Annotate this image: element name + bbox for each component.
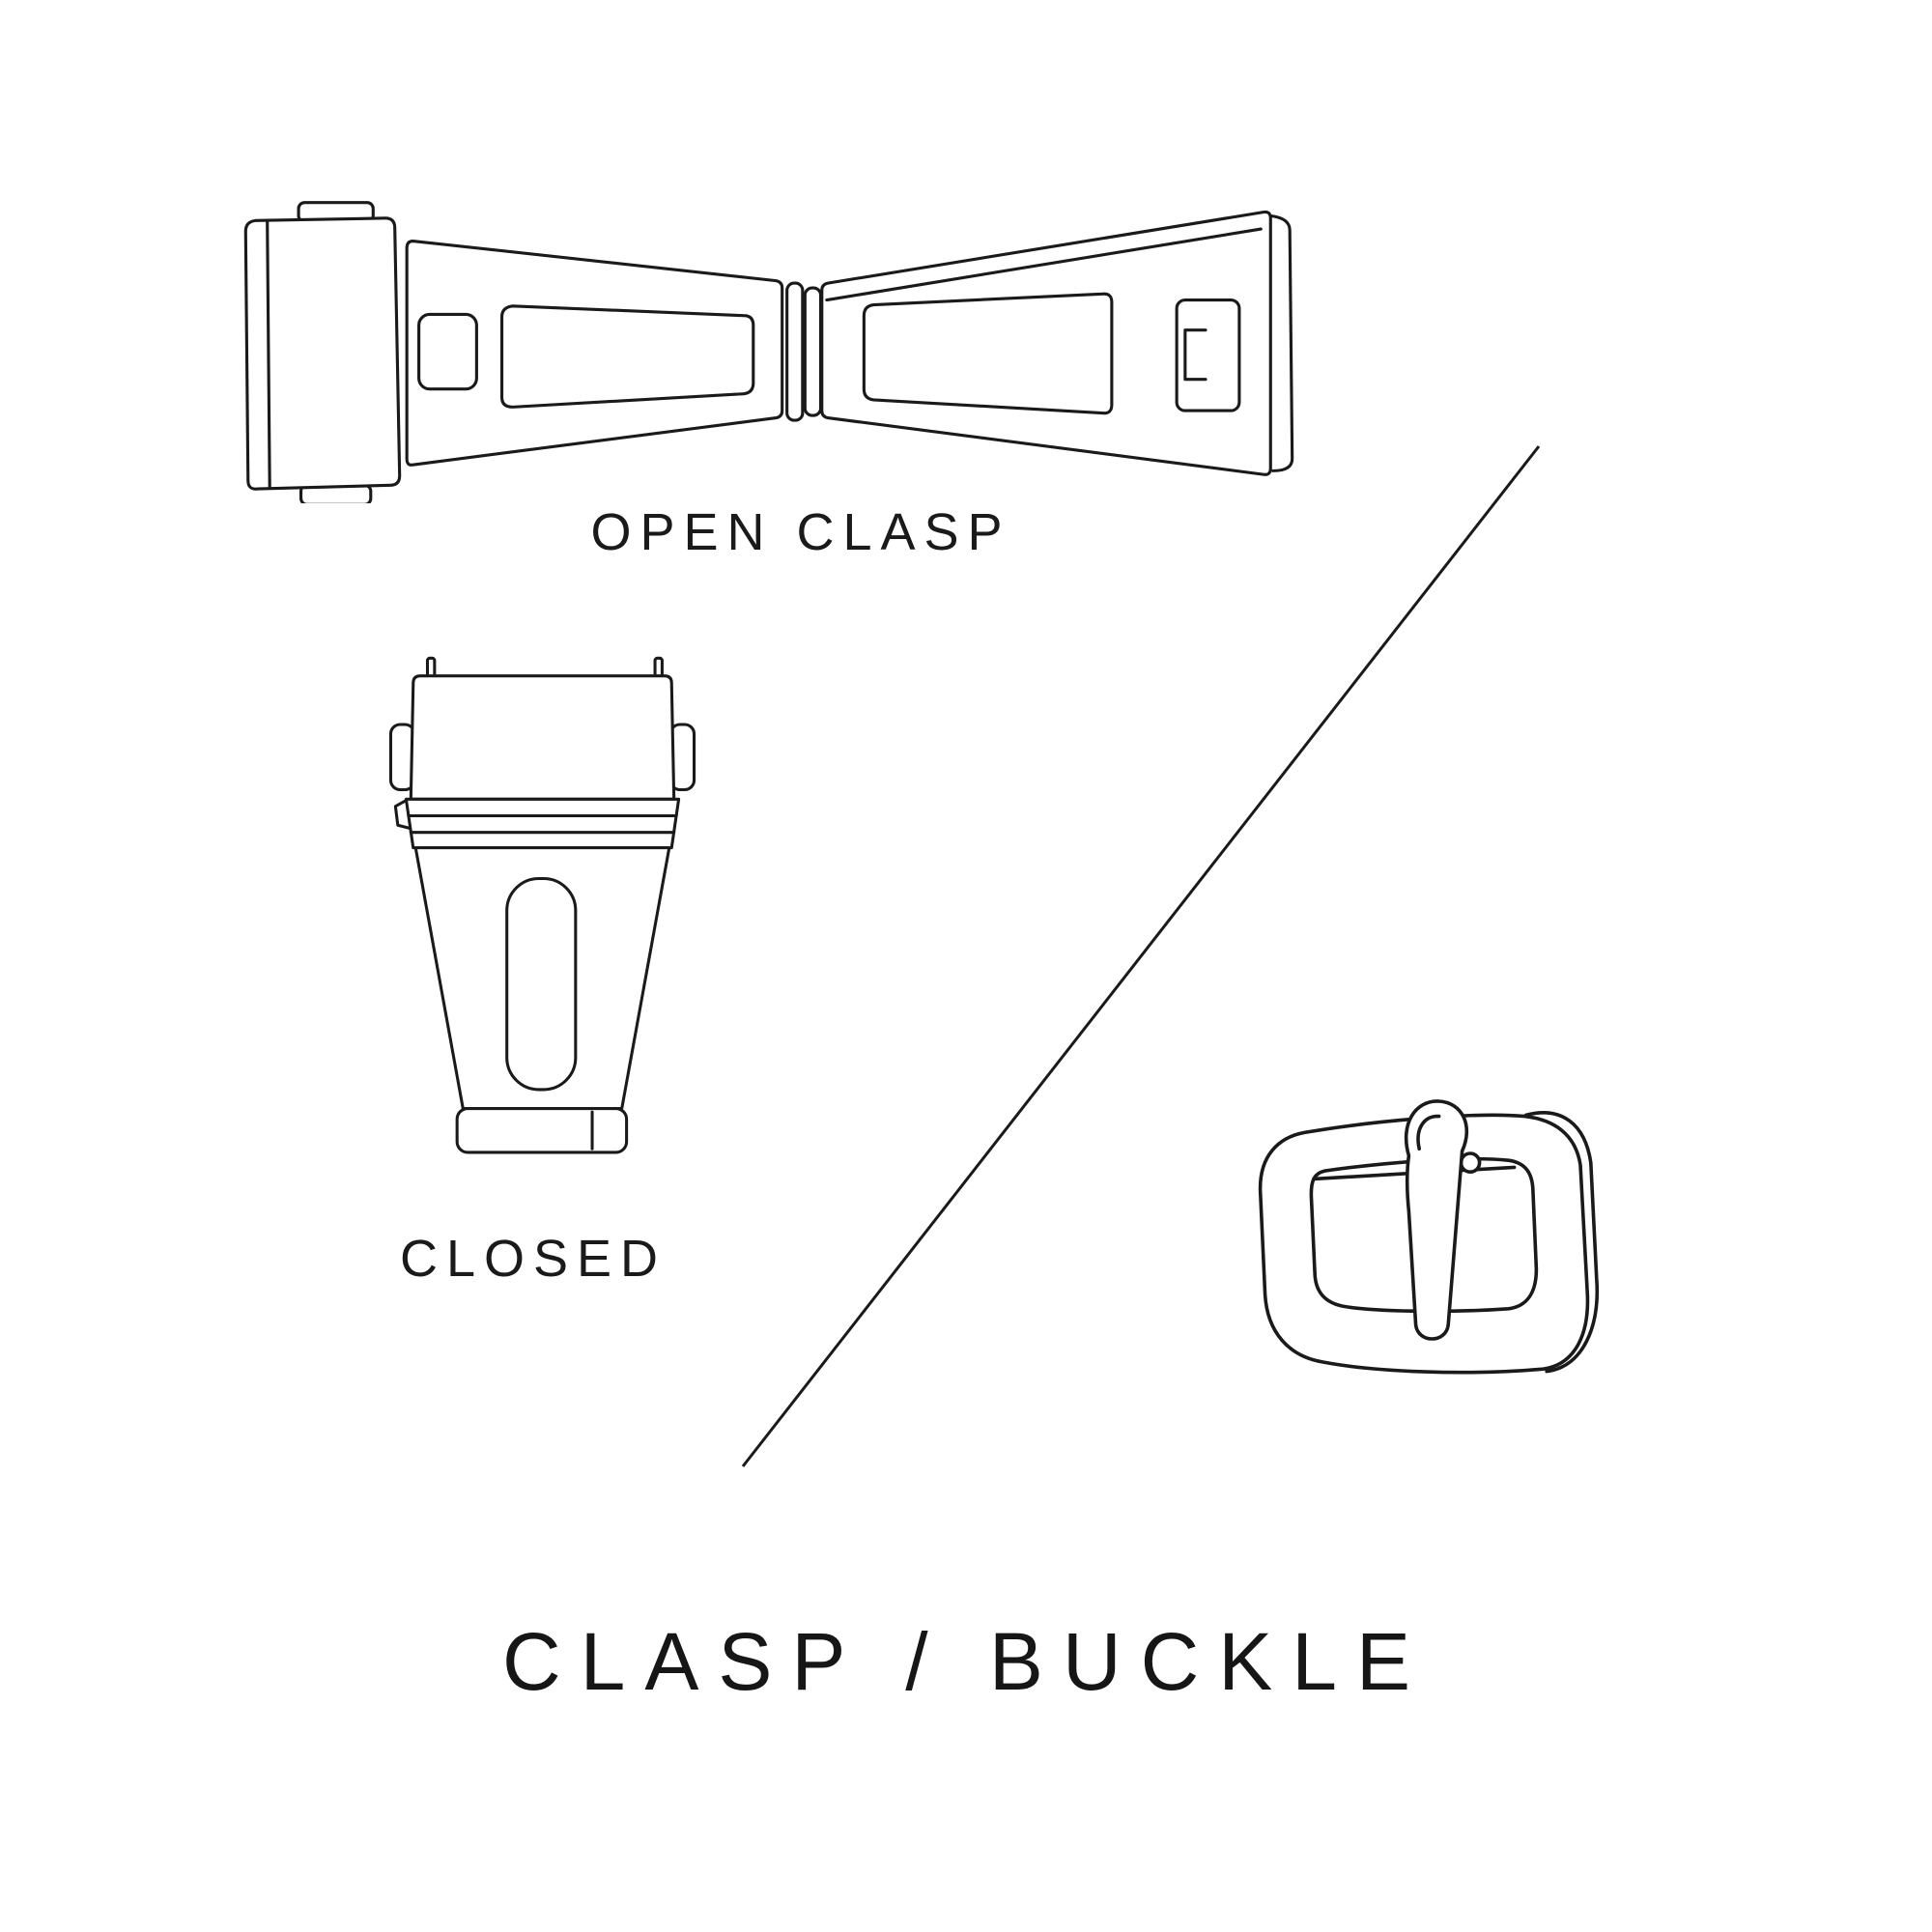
- page-title: CLASP / BUCKLE: [501, 1616, 1431, 1707]
- tang-buckle-illustration: [1258, 1099, 1600, 1375]
- open-clasp-illustration: [243, 201, 1294, 503]
- closed-label: CLOSED: [399, 1230, 668, 1288]
- closed-clasp-illustration: [388, 656, 696, 1154]
- open-clasp-label: OPEN CLASP: [590, 503, 1011, 561]
